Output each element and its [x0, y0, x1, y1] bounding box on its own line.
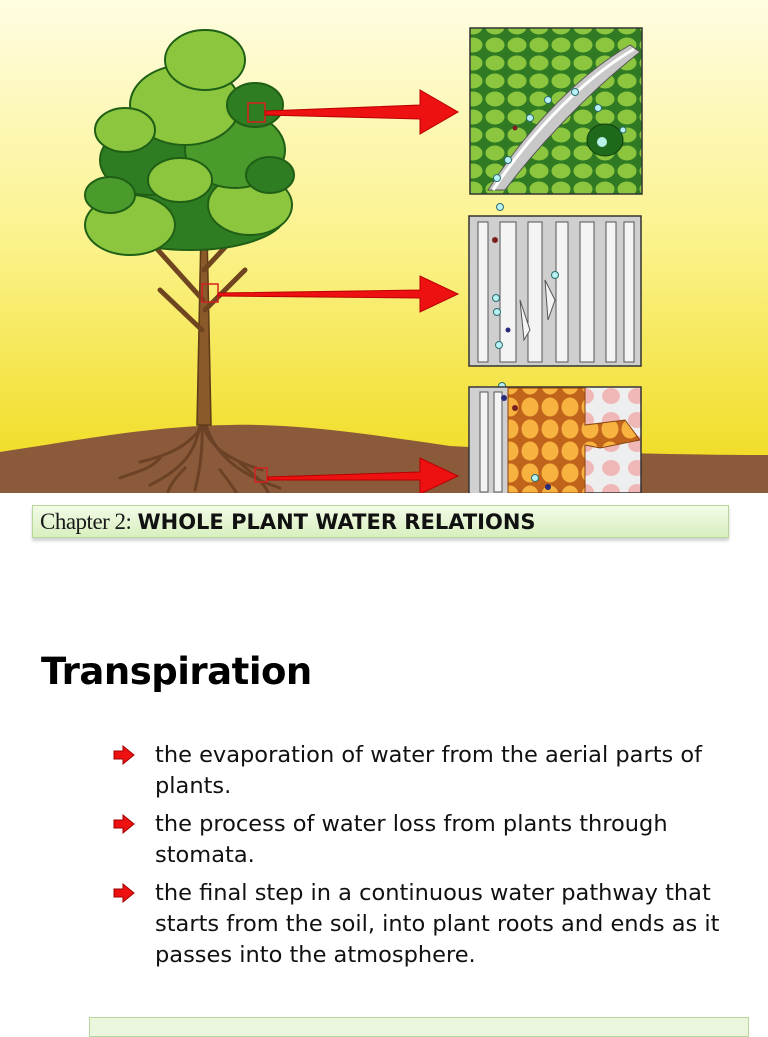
definition-list: the evaporation of water from the aerial…	[112, 740, 742, 978]
red-arrow-icon	[113, 883, 135, 903]
leaf-tissue-inset	[469, 27, 643, 195]
xylem-inset	[468, 215, 642, 367]
water-droplet	[496, 203, 504, 211]
stem-arrow	[217, 275, 460, 313]
transpiration-illustration	[0, 0, 768, 493]
chapter-header-bar: Chapter 2: WHOLE PLANT WATER RELATIONS	[32, 505, 729, 538]
tree-roots	[118, 423, 282, 493]
chapter-number: Chapter 2:	[40, 508, 132, 534]
leaf-arrow	[264, 89, 459, 135]
definition-item: the final step in a continuous water pat…	[112, 878, 742, 971]
root-arrow	[267, 457, 460, 493]
definition-text: the evaporation of water from the aerial…	[155, 742, 703, 799]
red-arrows	[217, 89, 460, 493]
tree-canopy	[84, 29, 295, 256]
chapter-title: WHOLE PLANT WATER RELATIONS	[137, 509, 536, 534]
definition-text: the process of water loss from plants th…	[155, 811, 668, 868]
definition-text: the final step in a continuous water pat…	[155, 880, 720, 968]
definition-item: the process of water loss from plants th…	[112, 809, 742, 871]
definition-item: the evaporation of water from the aerial…	[112, 740, 742, 802]
red-arrow-icon	[113, 814, 135, 834]
slide-title: Transpiration	[41, 650, 312, 693]
footer-box	[89, 1017, 749, 1037]
red-arrow-icon	[113, 745, 135, 765]
root-focus-box	[254, 467, 268, 483]
root-tissue-inset	[468, 386, 642, 493]
